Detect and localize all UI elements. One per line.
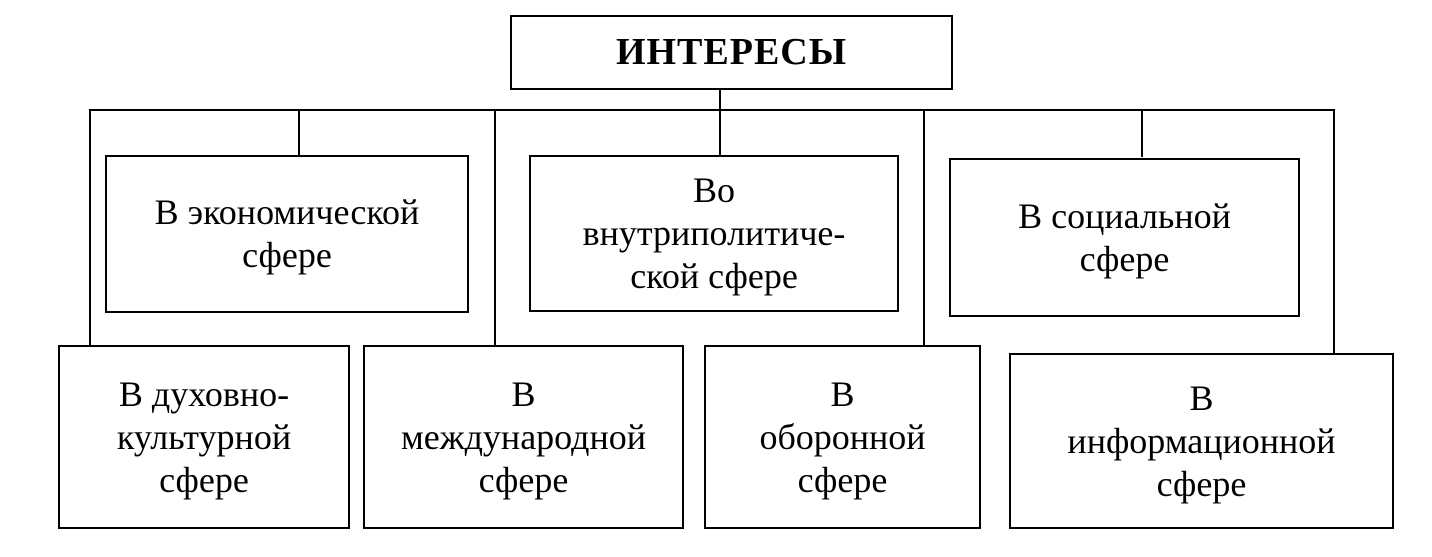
connector-to-lower-spiritual-cultural — [89, 110, 91, 347]
node-international-sphere: В международной сфере — [363, 345, 684, 529]
connector-to-upper-economic — [298, 110, 300, 157]
connector-to-lower-defense — [923, 110, 925, 347]
node-economic-sphere-label: В экономической сфере — [154, 192, 420, 275]
connector-to-lower-international — [494, 110, 496, 347]
node-information-sphere: В информационной сфере — [1009, 353, 1394, 529]
node-spiritual-cultural-sphere-label: В духовно- культурной сфере — [116, 373, 292, 500]
root-node: ИНТЕРЕСЫ — [510, 15, 953, 90]
node-defense-sphere-label: В оборонной сфере — [759, 373, 926, 500]
node-information-sphere-label: В информационной сфере — [1067, 377, 1336, 504]
connector-to-upper-domestic-politics — [719, 110, 721, 157]
node-social-sphere-label: В социальной сфере — [1018, 195, 1231, 279]
connector-to-upper-social — [1141, 110, 1143, 157]
root-node-label: ИНТЕРЕСЫ — [615, 31, 848, 73]
main-horizontal-connector — [89, 109, 1335, 111]
node-international-sphere-label: В международной сфере — [400, 373, 646, 500]
node-domestic-politics-sphere-label: Во внутриполитиче- ской сфере — [582, 170, 846, 296]
node-spiritual-cultural-sphere: В духовно- культурной сфере — [58, 345, 350, 529]
node-defense-sphere: В оборонной сфере — [704, 345, 981, 529]
root-stem-connector — [719, 88, 721, 111]
node-economic-sphere: В экономической сфере — [105, 155, 469, 313]
node-domestic-politics-sphere: Во внутриполитиче- ской сфере — [529, 155, 899, 312]
connector-to-lower-information — [1333, 110, 1335, 355]
node-social-sphere: В социальной сфере — [949, 158, 1300, 317]
